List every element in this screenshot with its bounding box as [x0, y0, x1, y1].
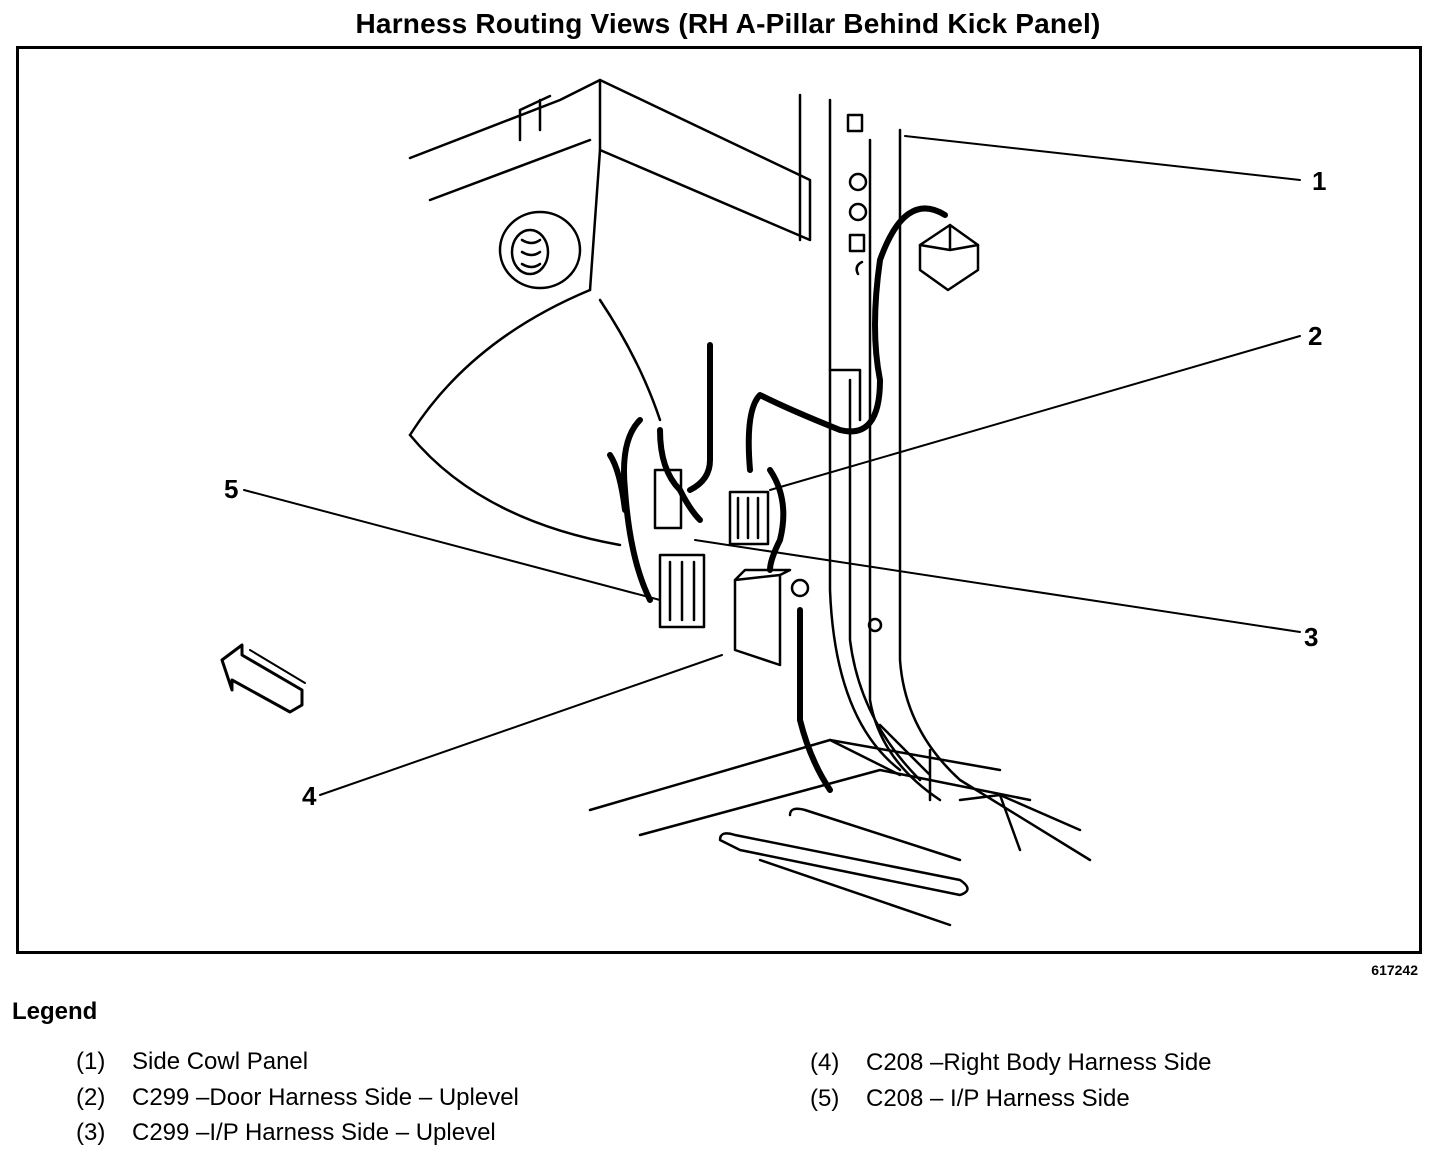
connector-c299-door-plug — [918, 223, 980, 292]
leader-line-4 — [319, 654, 723, 796]
diagram-title: Harness Routing Views (RH A-Pillar Behin… — [355, 8, 1101, 39]
diagram-frame — [16, 46, 1422, 954]
callout-1: 1 — [1312, 166, 1326, 196]
dash-panel-box — [408, 78, 812, 292]
legend-text: C299 –I/P Harness Side – Uplevel — [132, 1119, 496, 1146]
legend-text: C299 –Door Harness Side – Uplevel — [132, 1084, 519, 1111]
legend-item: (3) C299 –I/P Harness Side – Uplevel — [76, 1119, 496, 1147]
kick-panel-curve — [408, 288, 662, 547]
callout-4: 4 — [302, 781, 317, 811]
callout-3: 3 — [1304, 622, 1318, 652]
floor-pan — [588, 738, 1032, 927]
callout-2: 2 — [1308, 321, 1322, 351]
front-direction-arrow — [220, 643, 306, 714]
legend-text: Side Cowl Panel — [132, 1048, 309, 1075]
connector-c299 — [653, 468, 770, 546]
callout-labels: 1 2 3 4 5 — [224, 166, 1326, 811]
legend-number: (2) — [76, 1084, 106, 1111]
legend-item: (4) C208 –Right Body Harness Side — [810, 1049, 1212, 1077]
legend-item: (1) Side Cowl Panel — [76, 1048, 308, 1076]
wiring-harness — [607, 205, 948, 793]
connector-c208 — [658, 553, 810, 667]
legend-number: (4) — [810, 1049, 840, 1076]
legend-item: (5) C208 – I/P Harness Side — [810, 1085, 1130, 1113]
a-pillar — [798, 93, 1092, 862]
legend-heading: Legend — [12, 998, 98, 1025]
leader-line-1 — [904, 135, 1301, 181]
leader-line-3 — [694, 539, 1301, 633]
callout-5: 5 — [224, 474, 238, 504]
leader-line-2 — [769, 335, 1301, 491]
legend-number: (5) — [810, 1085, 840, 1112]
leader-lines — [243, 135, 1301, 796]
legend-text: C208 –Right Body Harness Side — [866, 1049, 1212, 1076]
legend-text: C208 – I/P Harness Side — [866, 1085, 1130, 1112]
leader-line-5 — [243, 489, 661, 601]
legend-number: (3) — [76, 1119, 106, 1146]
figure-id: 617242 — [1371, 962, 1418, 978]
legend-number: (1) — [76, 1048, 106, 1075]
legend-item: (2) C299 –Door Harness Side – Uplevel — [76, 1084, 519, 1112]
